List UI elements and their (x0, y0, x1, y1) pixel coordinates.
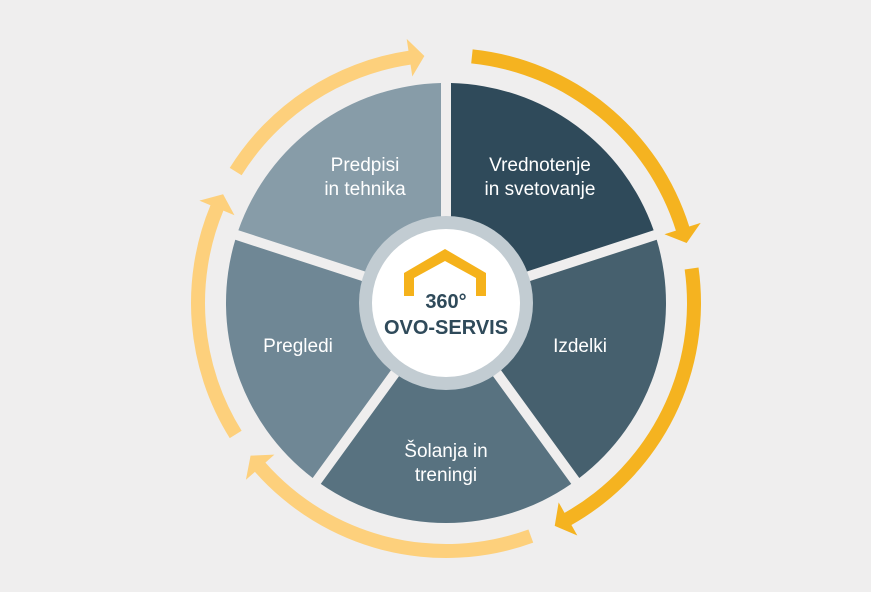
segment-label-line: Predpisi (331, 155, 400, 176)
segment-label-line: treningi (415, 465, 477, 486)
segment-pregledi (226, 239, 396, 478)
segment-label-line: Izdelki (553, 336, 607, 357)
cycle-arrow-3 (245, 454, 534, 558)
segment-solanja (320, 370, 572, 523)
cycle-arrow-5 (229, 38, 425, 176)
center-title-line2: OVO-SERVIS (384, 317, 508, 339)
segment-label-line: Vrednotenje (489, 155, 591, 176)
segment-label-izdelki: Izdelki (553, 336, 607, 357)
cycle-arrow-2 (554, 267, 701, 536)
center-hub (372, 229, 520, 377)
cycle-arrow-1 (471, 49, 701, 244)
diagram-center: 360° OVO-SERVIS (359, 216, 533, 390)
cycle-arrows (191, 38, 701, 558)
segment-label-line: Šolanja in (404, 440, 487, 462)
segment-label-pregledi: Pregledi (263, 336, 333, 357)
cycle-arrow-4 (191, 194, 242, 439)
segment-predpisi (238, 83, 442, 274)
segment-vrednotenje (450, 83, 654, 274)
house-roof-icon (404, 249, 486, 296)
segment-izdelki (496, 239, 666, 478)
segment-label-line: in tehnika (324, 179, 406, 200)
segment-label-predpisi: Predpisi in tehnika (324, 155, 406, 200)
segment-label-line: in svetovanje (485, 179, 596, 200)
segment-label-line: Pregledi (263, 336, 333, 357)
segment-label-solanja: Šolanja in treningi (404, 440, 487, 486)
segment-label-vrednotenje: Vrednotenje in svetovanje (485, 155, 596, 200)
center-title-line1: 360° (425, 291, 466, 313)
